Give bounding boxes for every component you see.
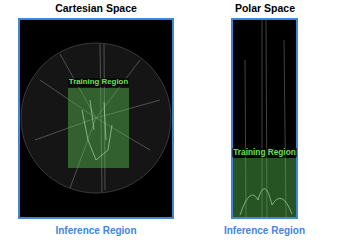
training-region-box: Training Region [233,158,296,217]
inference-region-box: Inference RegionTraining Region [231,18,298,219]
cartesian-ground [20,20,172,217]
panel-title: Cartesian Space [55,3,137,15]
training-label: Training Region [232,148,296,157]
sonar-disc [21,43,171,193]
polar-ground [233,20,296,217]
region-label: Inference Region [54,225,137,236]
region-label: Inference Region [223,225,306,236]
sonar-streaks [35,44,160,192]
inference-region-box: Inference RegionTraining Region [18,18,174,219]
panel-title: Polar Space [235,3,295,15]
training-label: Training Region [68,78,129,87]
training-region-box: Training Region [68,88,129,168]
